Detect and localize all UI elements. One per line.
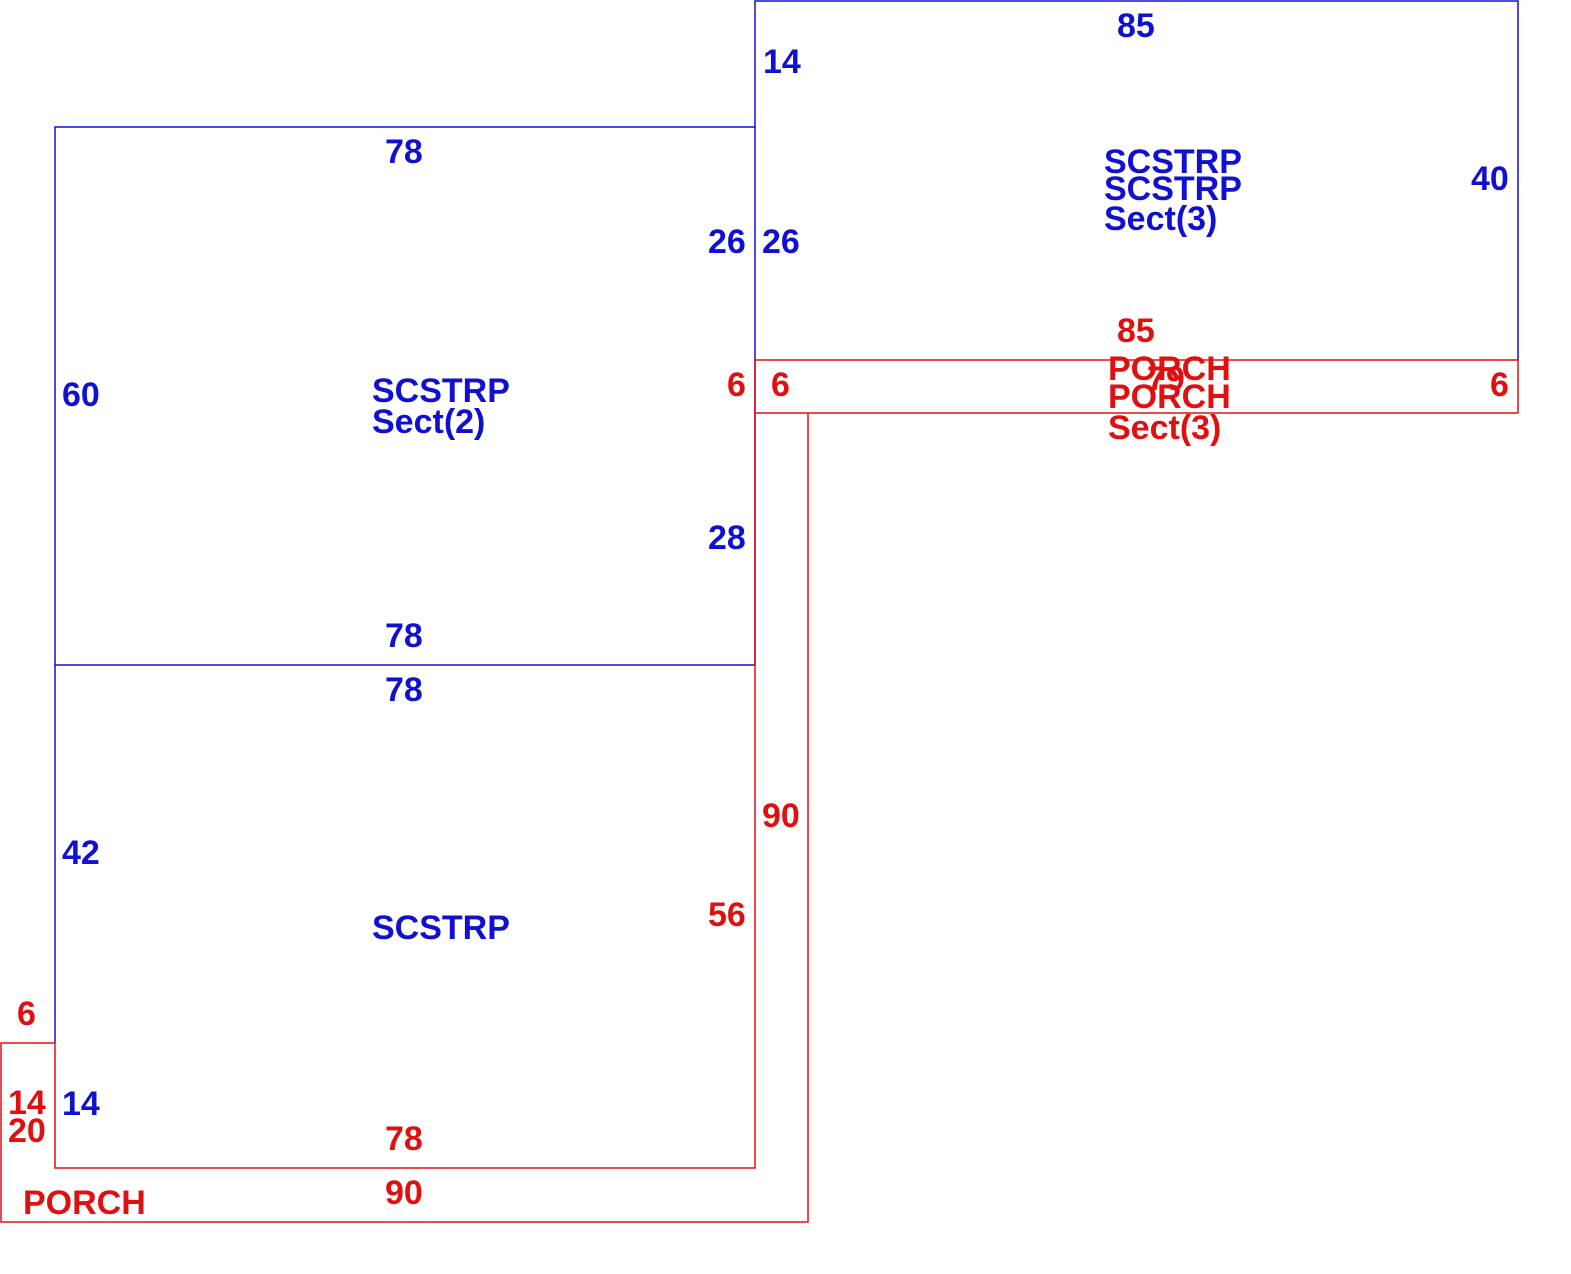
upper-left-left-dimension: 60 [62, 376, 100, 414]
upper-left-right-upper-dimension: 26 [708, 223, 746, 261]
porch-right-section-label: Sect(3) [1108, 409, 1221, 447]
porch-strip-right-dimension: 90 [762, 797, 800, 835]
porch-right-outline [754, 359, 1519, 414]
upper-right-area-name-1: SCSTRP [1104, 143, 1242, 181]
lower-left-bottom-dimension: 78 [385, 1120, 423, 1158]
upper-right-right-dimension: 40 [1471, 160, 1509, 198]
porch-strip-outline [0, 413, 809, 1223]
porch-right-top-dimension: 85 [1117, 312, 1155, 350]
upper-left-right-mid-dimension: 6 [727, 366, 746, 404]
porch-strip-side-top-dimension: 6 [17, 995, 36, 1033]
upper-right-left-lower-dimension: 26 [762, 223, 800, 261]
porch-right-name-1: PORCH [1108, 350, 1231, 388]
lower-left-right-dimension: 56 [708, 896, 746, 934]
upper-right-top-dimension: 85 [1117, 7, 1155, 45]
lower-left-left-dimension: 42 [62, 834, 100, 872]
upper-left-section-label: Sect(2) [372, 403, 485, 441]
porch-strip-bottom-dimension: 90 [385, 1174, 423, 1212]
porch-right-left-dimension: 6 [771, 366, 790, 404]
lower-left-area-name: SCSTRP [372, 909, 510, 947]
upper-right-section-outline [754, 0, 1519, 360]
upper-right-left-upper-dimension: 14 [763, 43, 801, 81]
porch-strip-left-dimension-1: 14 [8, 1084, 46, 1122]
porch-strip-name: PORCH [23, 1184, 146, 1222]
upper-left-area-name: SCSTRP [372, 372, 510, 410]
lower-left-top-dimension: 78 [385, 671, 423, 709]
lower-left-section-porch-edges [54, 413, 756, 1169]
lower-left-left-lower-dimension: 14 [62, 1085, 100, 1123]
porch-right-right-dimension: 6 [1490, 366, 1509, 404]
upper-left-top-dimension: 78 [385, 133, 423, 171]
upper-right-section-label: Sect(3) [1104, 200, 1217, 238]
porch-strip-left-dimension-2: 20 [8, 1112, 46, 1150]
upper-left-right-lower-dimension: 28 [708, 519, 746, 557]
porch-right-overlap-dimension: 79 [1147, 360, 1185, 398]
porch-right-name-2: PORCH [1108, 378, 1231, 416]
upper-right-area-name-2: SCSTRP [1104, 170, 1242, 208]
upper-left-bottom-dimension: 78 [385, 617, 423, 655]
